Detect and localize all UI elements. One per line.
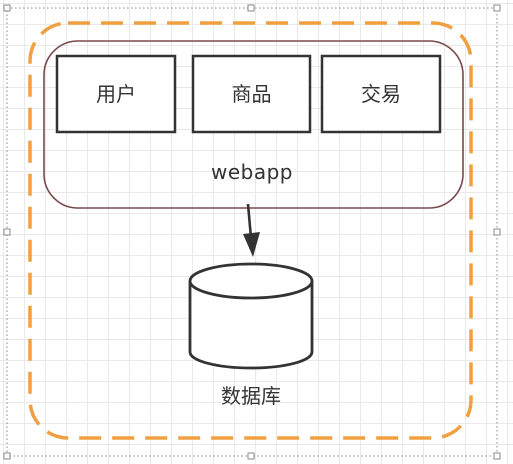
module-label-product: 商品 (231, 82, 272, 106)
module-box-product[interactable] (191, 54, 312, 134)
selection-handles[interactable] (3, 4, 501, 460)
deployment-boundary[interactable] (28, 21, 473, 440)
database-label: 数据库 (221, 384, 281, 408)
handle-bottom-left[interactable] (3, 452, 11, 460)
webapp-label: webapp (210, 160, 293, 184)
handle-bottom-center[interactable] (247, 452, 255, 460)
database-cylinder-icon[interactable] (188, 262, 314, 370)
module-box-user[interactable] (55, 54, 177, 134)
arrow-line[interactable] (246, 203, 253, 239)
handle-bottom-right[interactable] (493, 452, 501, 460)
module-label-user: 用户 (96, 82, 136, 106)
arrow-head-icon (243, 232, 260, 257)
webapp-container[interactable] (43, 40, 464, 209)
handle-top-center[interactable] (247, 4, 255, 12)
handle-top-left[interactable] (3, 4, 11, 12)
handle-top-right[interactable] (493, 4, 501, 12)
module-box-trade[interactable] (320, 54, 442, 134)
module-label-trade: 交易 (361, 82, 401, 106)
handle-middle-left[interactable] (3, 228, 11, 236)
handle-middle-right[interactable] (493, 228, 501, 236)
